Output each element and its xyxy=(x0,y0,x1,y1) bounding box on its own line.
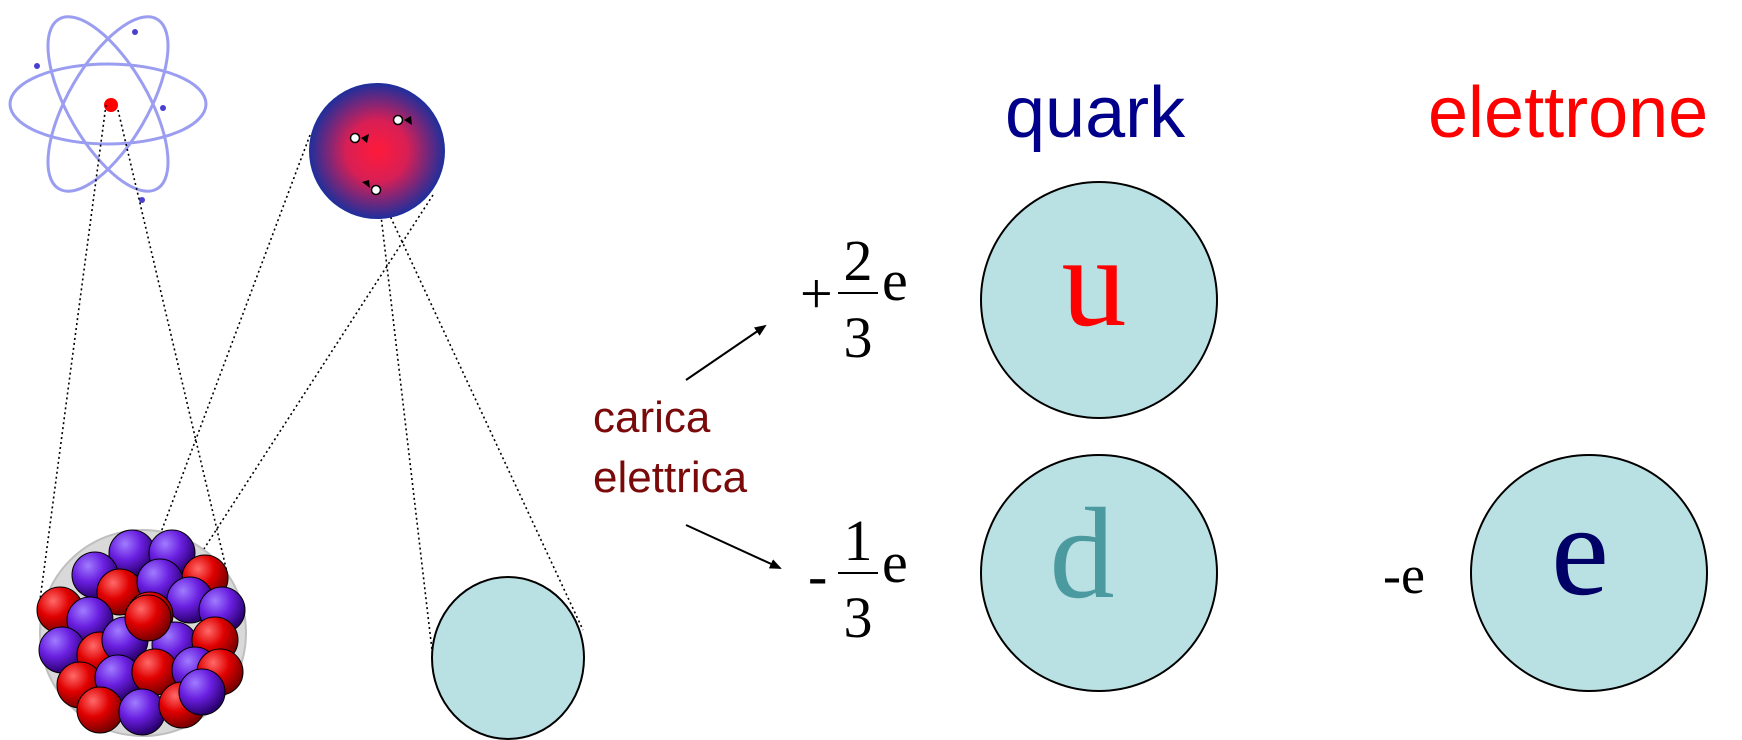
proton-icon xyxy=(76,686,124,734)
up-quark-letter: u xyxy=(1062,210,1127,354)
down-quark-letter: d xyxy=(1050,482,1115,626)
electron-letter: e xyxy=(1551,479,1609,623)
arrow-up-charge-icon xyxy=(685,324,767,381)
up-charge-sign: + xyxy=(800,261,833,326)
up-charge: + 2 3 e xyxy=(800,228,908,370)
nucleus-icon xyxy=(36,529,247,737)
charge-label-line1: carica xyxy=(593,393,711,442)
up-charge-denominator: 3 xyxy=(844,305,873,370)
arrow-down-charge-icon xyxy=(685,524,782,569)
charge-label-line2: elettrica xyxy=(593,453,748,502)
up-charge-unit: e xyxy=(882,248,908,313)
quark-zoom-circle xyxy=(431,576,585,740)
up-quark: u xyxy=(980,181,1218,419)
down-charge-numerator: 1 xyxy=(844,508,873,573)
down-charge: - 1 3 e xyxy=(808,508,908,650)
atom-icon xyxy=(8,15,208,203)
down-charge-unit: e xyxy=(882,530,908,595)
neutron-icon xyxy=(118,688,166,736)
charge-label: carica elettrica xyxy=(593,393,748,502)
hadron-icon xyxy=(309,83,445,219)
down-charge-sign: - xyxy=(808,543,827,608)
electron-charge: -e xyxy=(1383,545,1425,605)
quark-heading: quark xyxy=(1005,73,1186,153)
down-quark: d xyxy=(980,454,1218,692)
zoom-lines xyxy=(39,104,584,651)
proton-icon xyxy=(124,594,172,642)
electron-particle: e xyxy=(1470,454,1708,692)
neutron-icon xyxy=(178,668,226,716)
up-charge-numerator: 2 xyxy=(844,228,873,293)
down-charge-denominator: 3 xyxy=(844,585,873,650)
electron-heading: elettrone xyxy=(1428,73,1708,153)
